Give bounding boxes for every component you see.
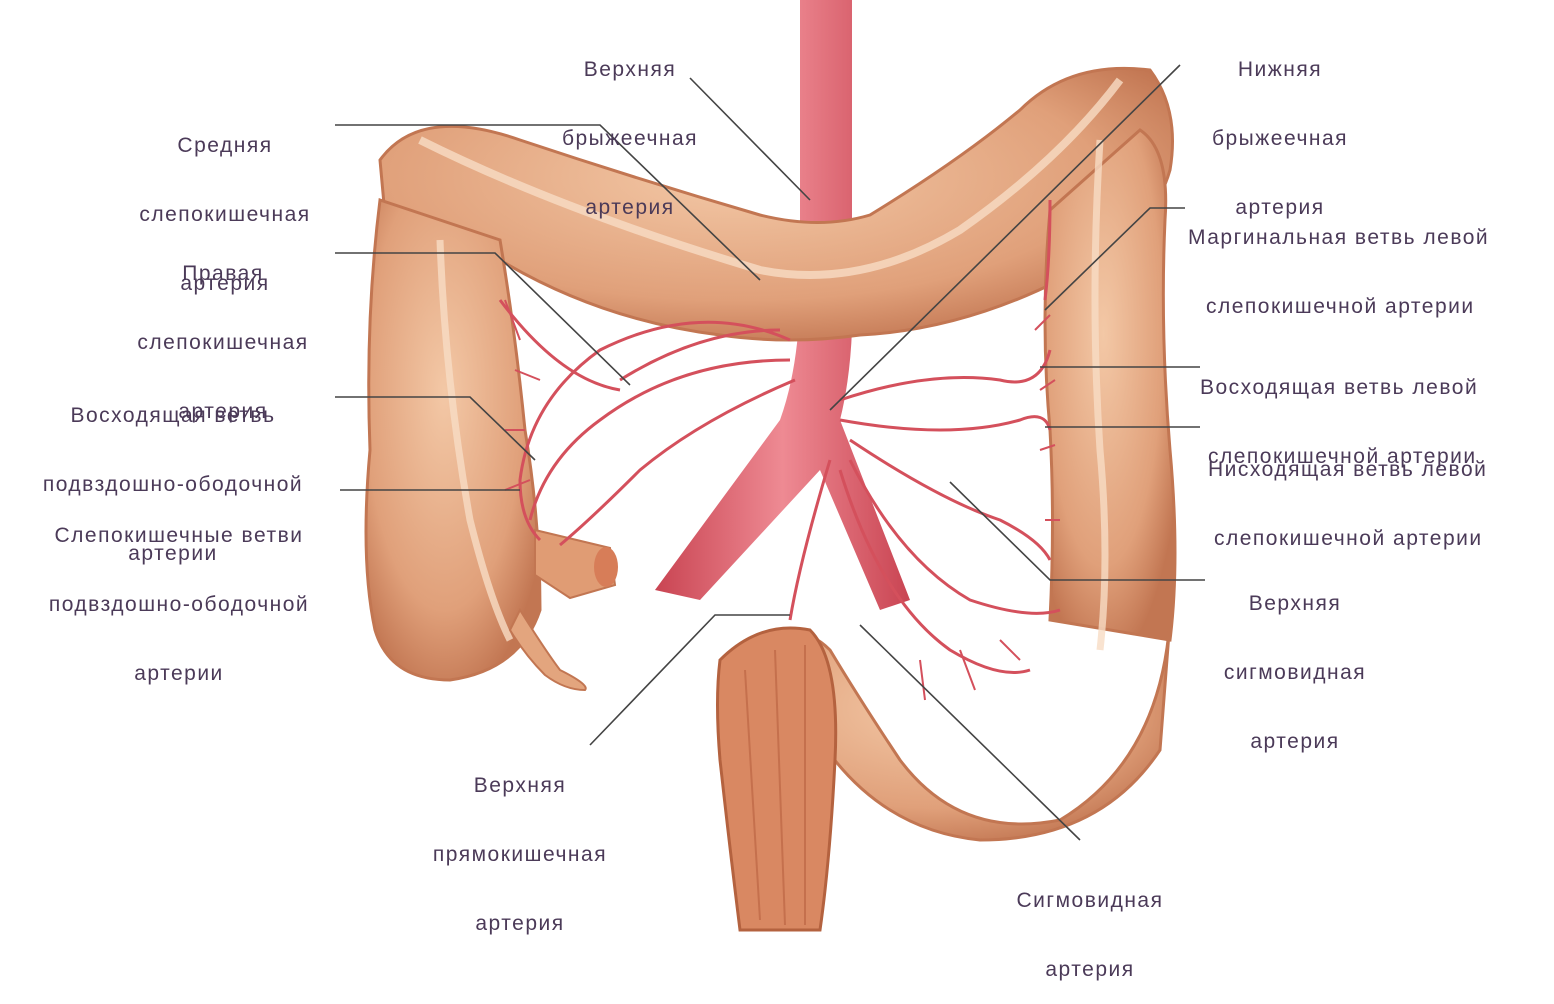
label-superior-rectal-artery: Верхняя прямокишечная артерия <box>400 728 640 958</box>
rectum <box>718 628 836 930</box>
label-marginal-left-colic-branch: Маргинальная ветвь левой слепокишечной а… <box>1188 180 1554 341</box>
label-superior-mesenteric-artery: Верхняя брыжеечная артерия <box>520 12 740 242</box>
label-colic-ileocolic-branches: Слепокишечные ветви подвздошно-ободочной… <box>12 478 346 708</box>
label-superior-sigmoid-artery: Верхняя сигмовидная артерия <box>1190 546 1400 776</box>
diagram-stage: Верхняя брыжеечная артерия Нижняя брыжее… <box>0 0 1554 942</box>
label-sigmoid-artery: Сигмовидная артерия <box>990 843 1190 1004</box>
